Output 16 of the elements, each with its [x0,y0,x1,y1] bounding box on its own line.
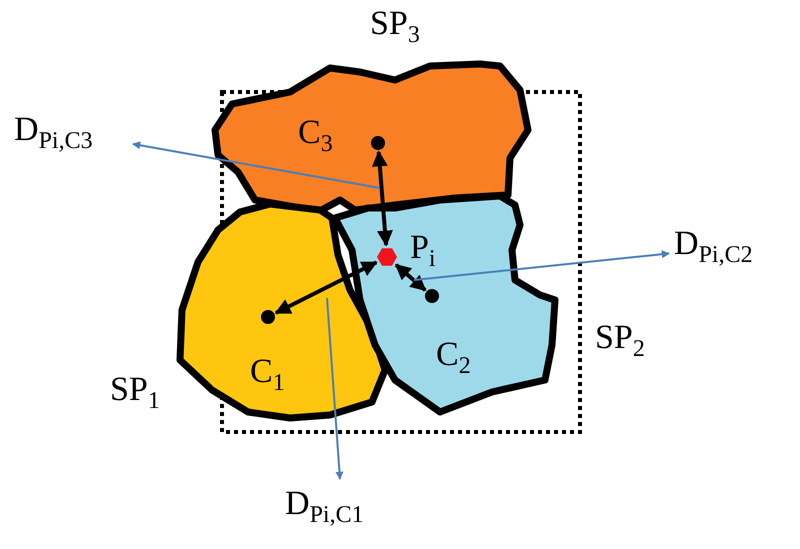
double-arrow [372,150,393,247]
arrow [326,298,344,480]
double-arrow [274,260,378,315]
distance-label: D$_{Pi,C2}$ [674,224,753,264]
region-label: SP$_{2}$ [595,318,645,358]
centroid-label: C$_{1}$ [250,352,285,392]
double-arrow [394,263,426,292]
centroid-label: C$_{3}$ [298,113,333,153]
arrow [414,250,670,281]
centroid-label: C$_{2}$ [436,335,471,375]
point-label: P$_{i}$ [410,228,436,268]
region-label: SP$_{3}$ [370,4,420,44]
region-label: SP$_{1}$ [110,370,160,410]
distance-label: D$_{Pi,C3}$ [14,110,93,150]
arrow [132,141,380,189]
distance-label: D$_{Pi,C1}$ [285,484,364,524]
